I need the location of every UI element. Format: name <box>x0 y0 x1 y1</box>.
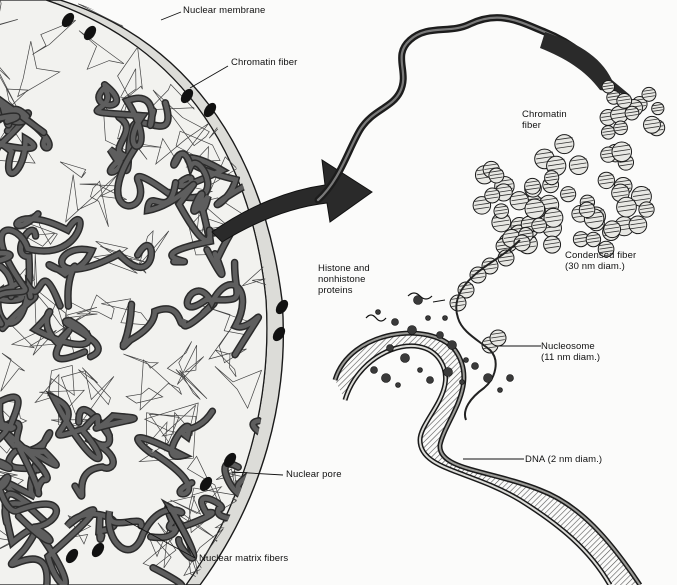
label-condensed-fiber-2: (30 nm diam.) <box>565 261 625 272</box>
label-nucleosome-1: Nucleosome <box>541 341 595 352</box>
histone-particle <box>464 358 469 363</box>
label-condensed-fiber-1: Condensed fiber <box>565 250 636 261</box>
histone-particle <box>472 363 479 370</box>
histone-particle <box>427 377 434 384</box>
label-histone-2: nonhistone <box>318 274 365 285</box>
histone-particle <box>401 354 410 363</box>
histone-particle <box>376 310 381 315</box>
histone-particle <box>507 375 514 382</box>
histone-particle <box>382 374 391 383</box>
nonhistone-protein <box>366 315 386 321</box>
label-histone-3: proteins <box>318 285 353 296</box>
histone-particle <box>387 345 394 352</box>
histone-particle <box>418 368 423 373</box>
histone-particle <box>392 319 399 326</box>
label-nuclear-matrix-fibers: Nuclear matrix fibers <box>199 553 288 564</box>
histone-particle <box>460 380 465 385</box>
histone-particle <box>443 316 448 321</box>
label-nuclear-pore: Nuclear pore <box>286 469 342 480</box>
condensed-fiber-beads <box>450 80 665 353</box>
histone-particle <box>484 374 493 383</box>
histone-particle <box>444 368 453 377</box>
label-chromatin-fiber-right-1: Chromatin <box>522 109 567 120</box>
histone-particle <box>408 326 417 335</box>
histone-particle <box>371 367 378 374</box>
label-nucleosome-2: (11 nm diam.) <box>541 352 600 363</box>
histone-particle <box>426 316 431 321</box>
histone-particle <box>396 383 401 388</box>
label-nuclear-membrane: Nuclear membrane <box>183 5 265 16</box>
matrix-fiber <box>247 95 264 144</box>
label-histone-1: Histone and <box>318 263 370 274</box>
matrix-fiber <box>240 90 289 115</box>
label-chromatin-fiber-nucleus: Chromatin fiber <box>231 57 297 68</box>
matrix-fiber <box>190 31 229 82</box>
histone-particle <box>437 332 444 339</box>
histone-particle <box>448 341 457 350</box>
histone-particle <box>498 388 503 393</box>
label-chromatin-fiber-right-2: fiber <box>522 120 541 131</box>
label-dna: DNA (2 nm diam.) <box>525 454 602 465</box>
